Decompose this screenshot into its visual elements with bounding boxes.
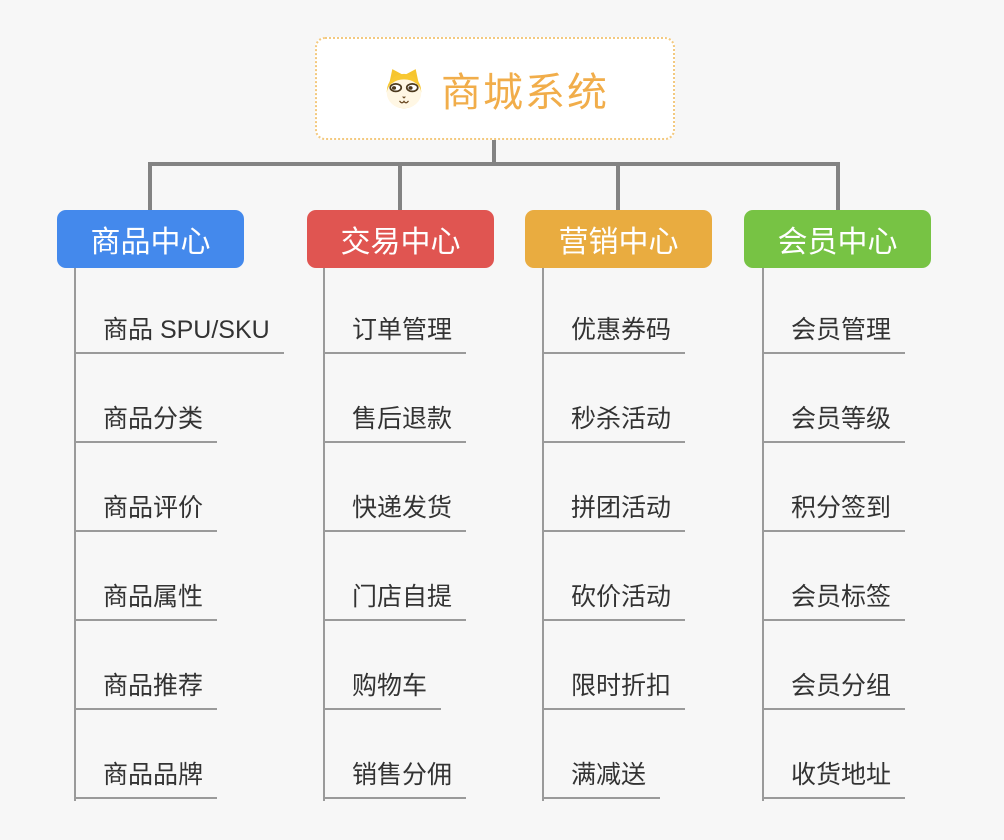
connector-drop-3: [616, 162, 620, 210]
branch-spine: [323, 268, 325, 801]
connector-drop-4: [836, 162, 840, 210]
child-item[interactable]: 积分签到: [762, 490, 906, 532]
connector-root-drop: [492, 138, 496, 166]
child-item[interactable]: 拼团活动: [542, 490, 686, 532]
child-item[interactable]: 门店自提: [323, 579, 467, 621]
child-item[interactable]: 秒杀活动: [542, 401, 686, 443]
branch-node-product-center[interactable]: 商品中心: [57, 210, 244, 268]
child-item[interactable]: 会员等级: [762, 401, 906, 443]
child-item[interactable]: 满减送: [542, 757, 661, 799]
branch-node-trade-center[interactable]: 交易中心: [307, 210, 494, 268]
child-item[interactable]: 商品推荐: [74, 668, 218, 710]
connector-bus: [148, 162, 840, 166]
branch-node-member-center[interactable]: 会员中心: [744, 210, 931, 268]
branch-node-marketing-center[interactable]: 营销中心: [525, 210, 712, 268]
child-item[interactable]: 会员标签: [762, 579, 906, 621]
child-item[interactable]: 销售分佣: [323, 757, 467, 799]
child-item[interactable]: 商品评价: [74, 490, 218, 532]
root-title: 商城系统: [441, 70, 609, 115]
child-item[interactable]: 商品品牌: [74, 757, 218, 799]
child-item[interactable]: 商品属性: [74, 579, 218, 621]
connector-drop-2: [398, 162, 402, 210]
child-item[interactable]: 会员分组: [762, 668, 906, 710]
shiba-dog-icon: [381, 67, 427, 111]
child-item[interactable]: 优惠券码: [542, 312, 686, 354]
connector-drop-1: [148, 162, 152, 210]
branch-spine: [762, 268, 764, 801]
child-item[interactable]: 砍价活动: [542, 579, 686, 621]
child-item[interactable]: 商品 SPU/SKU: [74, 312, 284, 354]
child-item[interactable]: 商品分类: [74, 401, 218, 443]
child-item[interactable]: 收货地址: [762, 757, 906, 799]
child-item[interactable]: 订单管理: [323, 312, 467, 354]
child-item[interactable]: 限时折扣: [542, 668, 686, 710]
child-item[interactable]: 快递发货: [323, 490, 467, 532]
child-item[interactable]: 购物车: [323, 668, 442, 710]
branch-spine: [74, 268, 76, 801]
child-item[interactable]: 售后退款: [323, 401, 467, 443]
child-item[interactable]: 会员管理: [762, 312, 906, 354]
branch-spine: [542, 268, 544, 801]
root-node[interactable]: 商城系统: [315, 37, 675, 140]
